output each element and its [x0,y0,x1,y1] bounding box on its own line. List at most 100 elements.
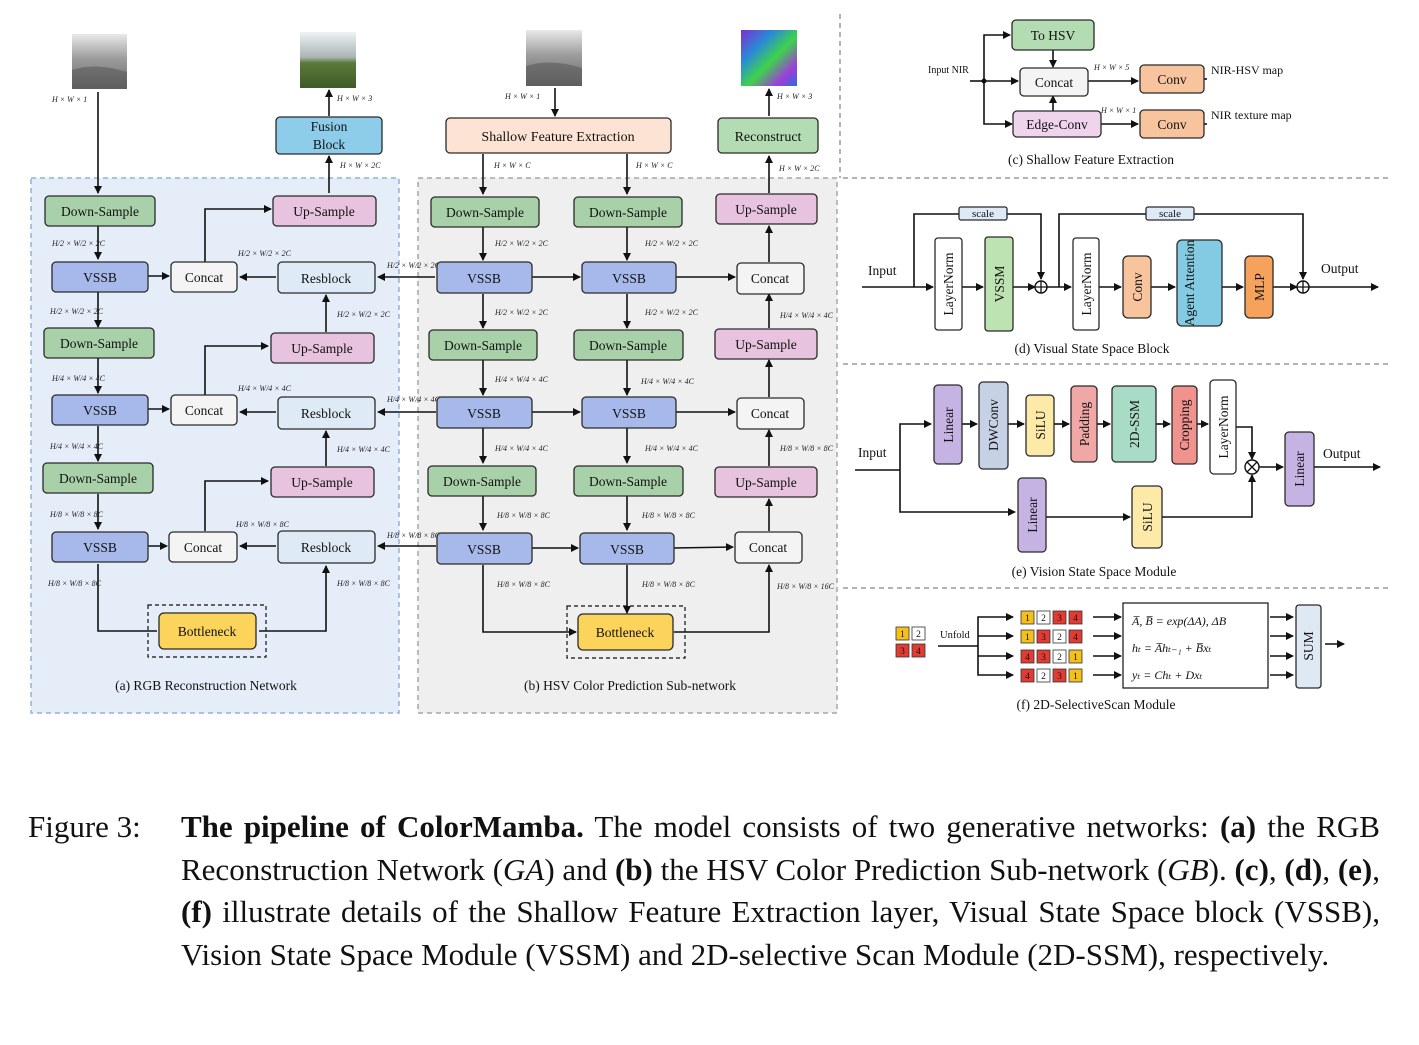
b-dim-right-1: H/4 × W/4 × 4C [779,311,834,320]
b-down-sample-1a-label: Down-Sample [446,205,524,220]
a-resblock-3-label: Resblock [301,540,351,555]
e-linear-2-label: Linear [1025,497,1040,533]
b-c-dim-2: H × W × C [635,161,673,170]
hsv-output-image [741,30,797,86]
panel-f-caption: (f) 2D-SelectiveScan Module [1017,697,1176,712]
a-up-sample-2 [270,332,375,364]
caption-ref-e: (e) [1337,851,1373,887]
a-dim-3b: H/8 × W/8 × 8C [235,520,290,529]
caption-title: The pipeline of ColorMamba. [181,809,584,844]
f-grid-cell [911,643,926,658]
c-conv-2 [1139,109,1205,139]
e-silu-1-label: SiLU [1033,410,1048,440]
cross-dim-1: H/2 × W/2 × 2C [386,261,441,270]
panel-b: H × W × 1 H × W × 3 H × W × C H × W × C … [427,30,835,693]
f-scan-cell-text: 3 [1057,614,1062,624]
b-dim-2d: H/4 × W/4 × 4C [644,444,699,453]
a-resblock-1-label: Resblock [301,271,351,286]
a-dim-1c: H/2 × W/2 × 2C [49,307,104,316]
d-scale-label-2: scale [1159,208,1181,220]
b-dim-right-3: H/8 × W/8 × 16C [776,582,835,591]
panel-a-input-dim: H × W × 1 [51,95,87,104]
f-scan-cell [1052,668,1067,683]
f-scan-cell-text: 2 [1041,672,1046,682]
f-scan-cell-text: 1 [1025,633,1030,643]
f-scan-cell [1068,610,1083,625]
a-dim-2: H/4 × W/4 × 4C [51,374,106,383]
f-scan-cell [1068,629,1083,644]
a-down-sample-3 [42,462,154,494]
b-vssb-3a-label: VSSB [467,542,501,557]
d-conv [1122,255,1152,319]
caption-ref-b: (b) [614,851,653,887]
b-up-sample-3-label: Up-Sample [735,475,797,490]
f-ssm-equations-box [1122,602,1269,689]
a-concat-3 [168,531,238,563]
a-up-sample-1-label: Up-Sample [293,204,355,219]
panel-b-bottleneck-frame [566,605,686,659]
rgb-output-image [300,32,356,88]
f-scan-cell [1052,610,1067,625]
f-scan-cell [1052,629,1067,644]
b-down-sample-1b-label: Down-Sample [589,205,667,220]
b-dim-1a: H/2 × W/2 × 2C [494,239,549,248]
e-linear-2 [1017,477,1047,553]
f-scan-cell [1020,668,1035,683]
f-eq-2: hₜ = A̅hₜ₋₁ + B̅xₜ [1132,641,1211,655]
b-vssb-2b-label: VSSB [612,406,646,421]
d-conv-label: Conv [1130,272,1145,302]
caption-ga-text: GA [503,851,545,887]
a-bottleneck [158,612,257,650]
f-scan-cell [1020,649,1035,664]
a-dim-3d: H/8 × W/8 × 8C [336,579,391,588]
f-eq-1: A̅, B̅ = exp(ΔA), ΔB [1131,614,1227,628]
a-resblock-1 [277,261,376,294]
caption-text-8: , [1372,851,1380,887]
e-output-label: Output [1323,446,1361,461]
panel-c: Input NIR To HSV Concat Edge-Conv Conv C… [928,19,1292,167]
f-scan-cell-text: 1 [1073,653,1078,663]
b-vssb-3a [436,532,533,565]
e-layernorm-label: LayerNorm [1216,395,1231,458]
b-down-sample-2b-label: Down-Sample [589,338,667,353]
d-layernorm-2 [1072,237,1100,331]
c-conv-1-label: Conv [1157,72,1187,87]
panel-a-output-dim: H × W × 3 [336,94,372,103]
caption-ga: GA [503,852,544,887]
f-grid-text: 1 [900,630,905,640]
b-down-sample-1a [430,196,540,228]
f-scan-cell [1068,668,1083,683]
c-conv-2-label: Conv [1157,117,1187,132]
e-linear-1 [933,384,963,465]
f-grid-text: 2 [916,630,921,640]
caption-ref-d: (d) [1284,851,1323,887]
fusion-dim: H × W × 2C [339,161,381,170]
a-dim-1d: H/2 × W/2 × 2C [336,310,391,319]
b-concat-3 [734,531,803,564]
e-linear-1-label: Linear [941,407,956,443]
b-dim-1b: H/2 × W/2 × 2C [644,239,699,248]
d-agent-attention [1176,239,1223,327]
f-scan-cell [1020,610,1035,625]
b-down-sample-3b-label: Down-Sample [589,474,667,489]
fusion-label-2: Block [313,137,345,152]
a-down-sample-1-label: Down-Sample [61,204,139,219]
d-scale-box-1 [958,206,1008,221]
b-up-sample-3 [714,466,818,498]
panel-e: Input Linear DWConv SiLU Padding 2D-SSM … [855,379,1381,579]
d-scale-label-1: scale [972,208,994,220]
b-2c-dim: H × W × 2C [778,164,820,173]
d-layernorm-1-label: LayerNorm [941,252,956,315]
a-down-sample-3-label: Down-Sample [59,471,137,486]
f-scan-cell-text: 3 [1041,633,1046,643]
panel-d: Input scale scale LayerNorm VSSM LayerNo… [862,206,1379,356]
a-concat-1-label: Concat [185,270,223,285]
b-dim-1d: H/2 × W/2 × 2C [644,308,699,317]
a-dim-3: H/8 × W/8 × 8C [49,510,104,519]
a-dim-3c: H/8 × W/8 × 8C [47,579,102,588]
b-vssb-1b-label: VSSB [612,271,646,286]
b-down-sample-1b [573,196,683,228]
f-scan-cell-text: 1 [1025,614,1030,624]
f-scan-cell-text: 4 [1025,672,1030,682]
a-vssb-1-label: VSSB [83,270,117,285]
